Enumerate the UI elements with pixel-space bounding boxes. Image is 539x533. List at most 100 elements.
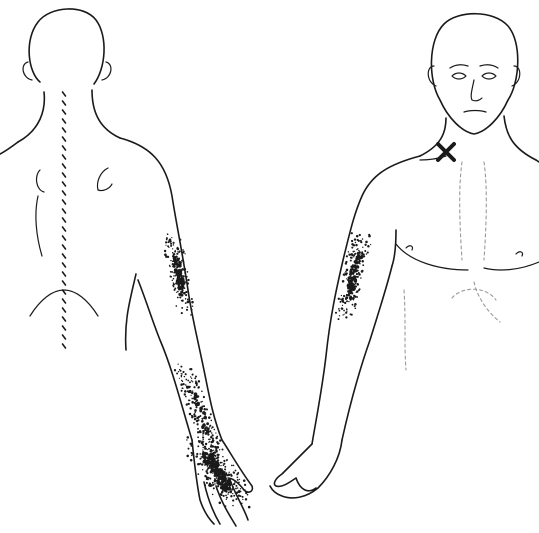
stipple-dot: [191, 392, 193, 394]
stipple-dot: [357, 239, 359, 241]
stipple-dot: [224, 468, 226, 470]
stipple-dot: [342, 280, 345, 283]
stipple-dot: [198, 419, 200, 421]
stipple-dot: [339, 310, 341, 312]
stipple-dot: [201, 442, 203, 444]
stipple-dot: [172, 252, 173, 253]
stipple-dot: [194, 409, 197, 412]
stipple-dot: [368, 235, 371, 238]
stipple-dot: [181, 278, 184, 281]
stipple-dot: [189, 413, 192, 416]
stipple-dot: [193, 414, 195, 416]
stipple-dot: [231, 488, 233, 490]
stipple-dot: [226, 474, 228, 476]
spine-dash: [63, 254, 66, 258]
anterior-neck: [420, 116, 536, 160]
stipple-dot: [181, 260, 183, 262]
stipple-dot: [360, 241, 362, 243]
stipple-dot: [195, 401, 196, 402]
stipple-dot: [179, 273, 181, 275]
stipple-dot: [231, 465, 233, 467]
stipple-dot: [359, 260, 361, 262]
stipple-dot: [217, 485, 219, 487]
stipple-dot: [191, 452, 193, 454]
stipple-dot: [206, 408, 208, 410]
stipple-dot: [233, 472, 235, 474]
stipple-dot: [348, 301, 349, 302]
stipple-dot: [212, 494, 214, 496]
stipple-dot: [190, 407, 192, 409]
stipple-dot: [180, 366, 182, 368]
stipple-dot: [217, 459, 219, 461]
stipple-dot: [213, 487, 215, 489]
stipple-dot: [196, 453, 198, 455]
stipple-dot: [235, 470, 237, 472]
stipple-dot: [176, 292, 177, 293]
stipple-dot: [345, 261, 347, 263]
stipple-dot: [216, 477, 218, 479]
anterior-nose: [471, 80, 482, 101]
spine-dash: [63, 236, 66, 240]
stipple-dot: [225, 505, 227, 507]
spine-dash: [63, 128, 66, 132]
stipple-dot: [181, 375, 183, 377]
stipple-dot: [230, 490, 233, 493]
stipple-dot: [346, 269, 349, 272]
anterior-chest-line: [396, 244, 539, 270]
stipple-dot: [357, 283, 359, 285]
stipple-dot: [209, 441, 210, 442]
stipple-dot: [211, 432, 213, 434]
stipple-dot: [207, 433, 209, 435]
stipple-dot: [235, 498, 237, 500]
stipple-dot: [355, 283, 357, 285]
stipple-dot: [230, 475, 232, 477]
stipple-dot: [351, 232, 353, 234]
stipple-dot: [165, 245, 166, 246]
stipple-dot: [187, 282, 189, 284]
spine-dash: [63, 344, 66, 348]
stipple-dot: [229, 481, 232, 484]
spine-dash: [63, 146, 66, 150]
stipple-dot: [219, 439, 221, 441]
spine-dash: [63, 326, 66, 330]
stipple-dot: [349, 271, 353, 275]
stipple-dot: [208, 484, 210, 486]
stipple-dot: [349, 254, 350, 255]
stipple-dot: [216, 479, 219, 482]
stipple-dot: [202, 423, 206, 427]
stipple-dot: [172, 261, 173, 262]
stipple-dot: [187, 279, 189, 281]
anterior-sternum: [460, 162, 487, 260]
stipple-dot: [187, 301, 189, 303]
stipple-dot: [357, 258, 359, 260]
stipple-dot: [361, 251, 363, 253]
stipple-dot: [200, 431, 202, 433]
stipple-dot: [228, 487, 232, 491]
stipple-dot: [242, 496, 244, 498]
stipple-dot: [177, 269, 179, 271]
stipple-dot: [346, 300, 348, 302]
stipple-dot: [223, 495, 225, 497]
stipple-dot: [226, 499, 227, 500]
stipple-dot: [206, 430, 210, 434]
stipple-dot: [191, 398, 193, 400]
stipple-dot: [232, 479, 233, 480]
stipple-dot: [202, 469, 203, 470]
stipple-dot: [234, 483, 236, 485]
stipple-dot: [344, 314, 345, 315]
stipple-dot: [173, 278, 175, 280]
stipple-dot: [349, 280, 352, 283]
stipple-dot: [181, 390, 183, 392]
stipple-dot: [354, 305, 356, 307]
stipple-dot: [208, 448, 210, 450]
stipple-dot: [206, 422, 209, 425]
stipple-dot: [198, 440, 200, 442]
stipple-dot: [225, 472, 227, 474]
stipple-dot: [349, 278, 351, 280]
stipple-dot: [346, 310, 347, 311]
stipple-dot: [185, 298, 186, 299]
stipple-dot: [200, 408, 203, 411]
stipple-dot: [210, 413, 212, 415]
stipple-dot: [177, 279, 179, 281]
spine-dash: [63, 110, 66, 114]
